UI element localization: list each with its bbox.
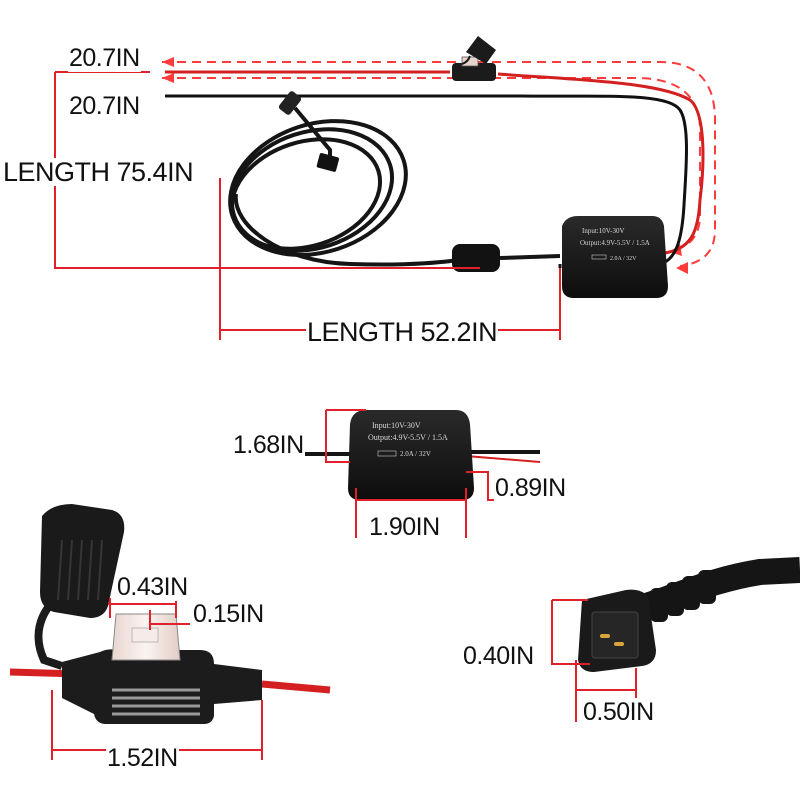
fuse-holder-detail-section <box>9 504 331 760</box>
black-wire-length-label: 20.7IN <box>68 92 141 120</box>
converter-height-label: 1.68IN <box>232 431 305 459</box>
fuse-width-label: 0.43IN <box>116 573 189 601</box>
input-cable-length-label: LENGTH 52.2IN <box>306 317 499 347</box>
connector-face <box>591 611 639 659</box>
input-cable <box>499 254 561 260</box>
connector-height-label: 0.40IN <box>462 642 535 670</box>
fuse-blade-window <box>131 627 159 643</box>
output-connector-cap <box>278 91 302 115</box>
connector-strain-relief <box>650 570 716 622</box>
red-wire-length-label: 20.7IN <box>68 44 141 72</box>
red-wire <box>165 70 705 255</box>
converter-detail-section: Input:10V-30V Output:4.9V-5.5V / 1.5A 2.… <box>300 409 541 538</box>
detail-label-rating: 2.0A / 32V <box>400 450 431 458</box>
fuse-holder-length-label: 1.52IN <box>106 744 179 772</box>
connector-pin-right <box>614 642 624 646</box>
fuse-cap-ridges <box>57 539 103 601</box>
box-label-rating: 2.0A / 32V <box>610 256 637 262</box>
fuse-cap <box>40 504 125 618</box>
converter-box-detail <box>348 410 474 500</box>
coiled-output-cable <box>228 106 471 267</box>
converter-width-label: 1.90IN <box>368 513 441 541</box>
red-wire-guide-dashed <box>162 61 716 267</box>
converter-dimension-lines <box>325 409 540 538</box>
fuse-red-wire-right <box>261 680 331 694</box>
converter-box-overview: Input:10V-30V Output:4.9V-5.5V / 1.5A 2.… <box>562 216 668 298</box>
arrow-head <box>676 262 688 274</box>
connector-width-label: 0.50IN <box>582 698 655 726</box>
converter-depth-label: 0.89IN <box>494 474 567 502</box>
output-connector-plug <box>316 153 340 172</box>
black-wire <box>165 94 688 264</box>
detail-label-input: Input:10V-30V <box>372 421 421 430</box>
connector-detail-section <box>551 557 800 722</box>
arrow-head <box>162 73 174 83</box>
box-label-output: Output:4.9V-5.5V / 1.5A <box>580 239 650 247</box>
connector-pin-left <box>600 634 610 638</box>
detail-label-output: Output:4.9V-5.5V / 1.5A <box>368 433 448 442</box>
box-label-input: Input:10V-30V <box>582 227 625 235</box>
arrow-head <box>162 57 174 67</box>
converter-wire-red <box>465 455 541 463</box>
output-cable-length-label: LENGTH 75.4IN <box>2 157 195 187</box>
fuse-holder-small <box>452 36 496 81</box>
fuse-blade-label: 0.15IN <box>192 600 265 628</box>
ferrite-bead <box>452 244 500 272</box>
overview-section: Input:10V-30V Output:4.9V-5.5V / 1.5A 2.… <box>54 36 716 340</box>
fuse-holder-grip <box>112 688 200 716</box>
